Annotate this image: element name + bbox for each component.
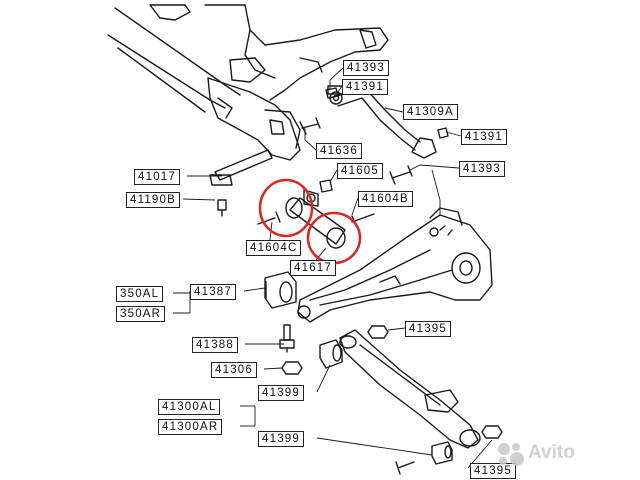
part-label-350AL[interactable]: 350AL: [116, 286, 164, 302]
highlight-ring-lower-bushing: [306, 211, 362, 265]
part-label-41306[interactable]: 41306: [211, 362, 257, 378]
part-label-41391-top[interactable]: 41391: [342, 79, 388, 95]
trailing-arm: [297, 207, 493, 323]
nuts-41395: [367, 325, 503, 475]
part-label-41017[interactable]: 41017: [134, 169, 180, 185]
part-label-41300AL[interactable]: 41300AL: [158, 399, 221, 415]
bolt-41388: [279, 324, 295, 353]
part-label-41399-top[interactable]: 41399: [258, 385, 304, 401]
part-label-41391-mid[interactable]: 41391: [461, 129, 507, 145]
part-label-41604B[interactable]: 41604B: [358, 191, 413, 207]
part-label-41399-bottom[interactable]: 41399: [258, 431, 304, 447]
leader-lines: [173, 67, 493, 469]
part-label-41309A[interactable]: 41309A: [403, 104, 458, 120]
part-label-41605[interactable]: 41605: [337, 163, 383, 179]
lower-arm: [339, 329, 481, 449]
bushings-41399: [319, 339, 453, 465]
rear-subframe: [107, 4, 389, 161]
nut-41306: [281, 361, 303, 375]
part-label-350AR[interactable]: 350AR: [116, 306, 166, 322]
watermark: Avito: [528, 442, 575, 463]
part-label-41393-top[interactable]: 41393: [343, 60, 389, 76]
part-label-41617[interactable]: 41617: [290, 260, 336, 276]
part-label-41604C[interactable]: 41604C: [246, 240, 302, 256]
part-label-41395-top[interactable]: 41395: [405, 321, 451, 337]
part-label-41636[interactable]: 41636: [316, 143, 362, 159]
avito-logo-icon: [498, 443, 524, 466]
part-label-41388[interactable]: 41388: [192, 337, 238, 353]
part-label-41395-bottom[interactable]: 41395: [470, 463, 516, 479]
rod-41017: [209, 149, 273, 186]
toe-link: [217, 189, 375, 249]
highlight-ring-upper-bushing: [258, 178, 314, 238]
part-label-41393-mid[interactable]: 41393: [459, 161, 505, 177]
bushing-41387: [264, 271, 297, 309]
part-label-41300AR[interactable]: 41300AR: [158, 419, 223, 435]
part-label-41387[interactable]: 41387: [190, 284, 236, 300]
part-label-41190B[interactable]: 41190B: [126, 192, 180, 208]
